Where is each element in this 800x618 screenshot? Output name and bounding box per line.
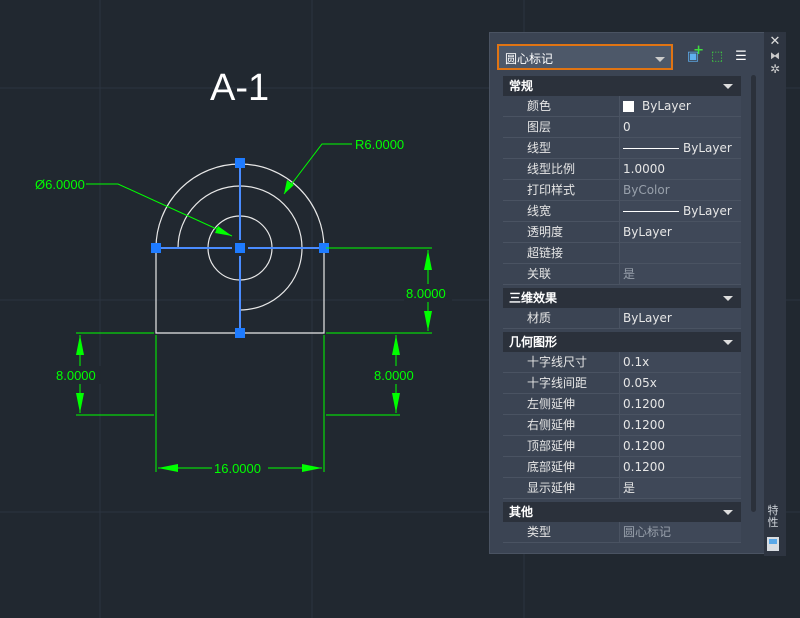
property-value[interactable] [619,243,741,264]
select-objects-icon[interactable]: ⬚ [710,49,724,64]
grips [151,158,329,338]
property-name: 线宽 [503,201,619,222]
property-name: 左侧延伸 [503,394,619,415]
category-header[interactable]: 几何图形 [503,332,741,352]
grip[interactable] [319,243,329,253]
property-name: 右侧延伸 [503,415,619,436]
color-swatch [623,100,634,112]
property-name: 透明度 [503,222,619,243]
property-value[interactable]: 是 [619,264,741,285]
grip[interactable] [235,158,245,168]
linetype-preview [623,210,679,212]
panel-tab-label[interactable]: 特性 [767,504,779,529]
auto-hide-icon[interactable]: ⧓ [770,51,780,62]
collapse-icon[interactable] [723,84,733,89]
dim-right-lower[interactable]: 8.0000 [374,368,414,383]
property-row[interactable]: 超链接 [503,243,741,264]
settings-icon[interactable]: ✲ [769,62,781,76]
property-value[interactable]: 0.1200 [619,415,741,436]
property-value[interactable]: ByLayer [619,201,741,222]
grip[interactable] [151,243,161,253]
property-value[interactable]: 0.1x [619,352,741,373]
dim-horizontal[interactable]: 16.0000 [214,461,261,476]
close-icon[interactable]: ✕ [769,34,781,49]
chevron-down-icon [655,57,665,62]
scrollbar[interactable] [751,75,756,512]
category-label: 几何图形 [509,335,558,349]
property-name: 关联 [503,264,619,285]
property-row[interactable]: 类型圆心标记 [503,522,741,543]
dim-left-vertical[interactable]: 8.0000 [56,368,96,383]
property-name: 顶部延伸 [503,436,619,457]
property-value[interactable]: 1.0000 [619,159,741,180]
property-row[interactable]: 关联是 [503,264,741,285]
quick-select-icon[interactable]: ☰ [735,49,747,64]
property-name: 底部延伸 [503,457,619,478]
property-name: 颜色 [503,96,619,117]
property-value[interactable]: 0.1200 [619,394,741,415]
dim-radius[interactable]: R6.0000 [355,137,404,152]
property-name: 十字线尺寸 [503,352,619,373]
property-value[interactable]: 圆心标记 [619,522,741,543]
category-label: 三维效果 [509,291,558,305]
property-value[interactable]: ByLayer [619,138,741,159]
property-name: 材质 [503,308,619,329]
property-value[interactable]: ByColor [619,180,741,201]
property-name: 十字线间距 [503,373,619,394]
dim-right-vertical[interactable]: 8.0000 [406,286,446,301]
category-label: 其他 [509,505,534,519]
property-value[interactable]: 0 [619,117,741,138]
panel-side-bar: ✕ ⧓ ✲ [764,32,786,556]
property-name: 图层 [503,117,619,138]
property-name: 打印样式 [503,180,619,201]
collapse-icon[interactable] [723,296,733,301]
category-header[interactable]: 三维效果 [503,288,741,308]
category-header[interactable]: 常规 [503,76,741,96]
object-type-select[interactable]: 圆心标记 [497,44,673,70]
properties-panel-icon[interactable] [767,537,779,551]
property-value[interactable]: 0.05x [619,373,741,394]
property-name: 线型 [503,138,619,159]
property-value[interactable]: 0.1200 [619,457,741,478]
property-name: 显示延伸 [503,478,619,499]
property-value[interactable]: ByLayer [619,222,741,243]
collapse-icon[interactable] [723,340,733,345]
property-row[interactable]: 显示延伸是 [503,478,741,499]
property-value[interactable]: 是 [619,478,741,499]
grip[interactable] [235,328,245,338]
drawing-title: A-1 [210,67,269,109]
dim-diameter[interactable]: Ø6.0000 [35,177,85,192]
linetype-preview [623,147,679,149]
grip[interactable] [235,243,245,253]
category-header[interactable]: 其他 [503,502,741,522]
property-name: 类型 [503,522,619,543]
property-value[interactable]: ByLayer [619,96,741,117]
property-value[interactable]: 0.1200 [619,436,741,457]
toggle-pickadd-icon[interactable]: ▣+ [686,43,704,64]
property-name: 线型比例 [503,159,619,180]
property-name: 超链接 [503,243,619,264]
category-label: 常规 [509,79,534,93]
property-value[interactable]: ByLayer [619,308,741,329]
collapse-icon[interactable] [723,510,733,515]
